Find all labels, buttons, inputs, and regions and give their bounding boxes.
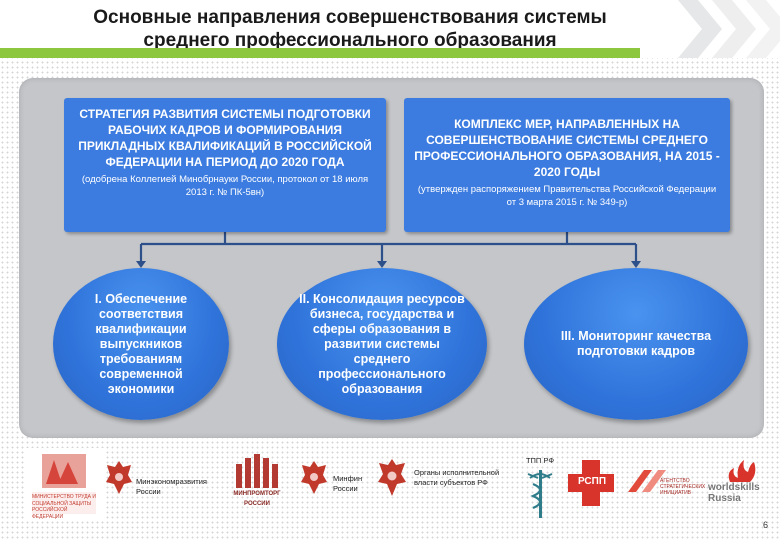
worldskills-caption: worldskills Russia (708, 482, 760, 504)
minpromtorg-caption: МИНПРОМТОРГ РОССИИ (233, 491, 281, 507)
direction-2-circle: II. Консолидация ресурсов бизнеса, госуд… (277, 268, 487, 420)
mintrud-emblem-icon (24, 448, 104, 520)
mineconom-caption: Минэкономразвития России (136, 477, 207, 496)
mintrud-logo: МИНИСТЕРСТВО ТРУДА И СОЦИАЛЬНОЙ ЗАЩИТЫ Р… (24, 448, 104, 520)
direction-3-circle: III. Мониторинг качества подготовки кадр… (524, 268, 748, 420)
measures-note: (утвержден распоряжением Правительства Р… (417, 184, 717, 208)
mintrud-caption: МИНИСТЕРСТВО ТРУДА И СОЦИАЛЬНОЙ ЗАЩИТЫ Р… (32, 494, 96, 520)
rspp-caption: РСПП (577, 476, 607, 487)
measures-title: КОМПЛЕКС МЕР, НАПРАВЛЕННЫХ НА СОВЕРШЕНСТ… (414, 117, 720, 179)
eagle-emblem-icon (378, 459, 406, 496)
title-line-1: Основные направления совершенствования с… (93, 7, 607, 28)
tpp-caption: ТПП РФ (525, 456, 555, 465)
strategy-note: (одобрена Коллегией Минобрнауки России, … (81, 174, 369, 198)
content-panel: СТРАТЕГИЯ РАЗВИТИЯ СИСТЕМЫ ПОДГОТОВКИ РА… (19, 78, 764, 438)
direction-2-label: II. Консолидация ресурсов бизнеса, госуд… (299, 291, 465, 396)
measures-box: КОМПЛЕКС МЕР, НАПРАВЛЕННЫХ НА СОВЕРШЕНСТ… (404, 98, 730, 232)
regions-emblem (374, 448, 410, 520)
eagle-emblem-icon (301, 461, 327, 494)
eagle-emblem-icon (106, 461, 132, 494)
minfin-caption: Минфин России (333, 474, 363, 493)
rspp-logo-icon (568, 460, 614, 506)
asi-caption: АГЕНТСТВО СТРАТЕГИЧЕСКИХ ИНИЦИАТИВ (660, 478, 706, 496)
title-line-2: среднего профессионального образования (143, 30, 557, 51)
asi-logo-icon (628, 470, 666, 492)
direction-1-circle: I. Обеспечение соответствия квалификации… (53, 268, 229, 420)
minpromtorg-logo: МИНПРОМТОРГ РОССИИ (226, 448, 288, 520)
strategy-box: СТРАТЕГИЯ РАЗВИТИЯ СИСТЕМЫ ПОДГОТОВКИ РА… (64, 98, 386, 232)
direction-3-label: III. Мониторинг качества подготовки кадр… (560, 329, 712, 358)
page-number: 6 (762, 520, 768, 530)
page-title: Основные направления совершенствования с… (60, 6, 640, 52)
mineconom-emblem (104, 448, 134, 520)
worldskills-flame-icon (728, 460, 756, 482)
slide-header: Основные направления совершенствования с… (0, 0, 780, 58)
regions-caption: Органы исполнительной власти субъектов Р… (414, 468, 500, 487)
minfin-emblem (298, 448, 330, 520)
minpromtorg-bars-icon (236, 454, 278, 488)
direction-1-label: I. Обеспечение соответствия квалификации… (94, 291, 188, 396)
strategy-title: СТРАТЕГИЯ РАЗВИТИЯ СИСТЕМЫ ПОДГОТОВКИ РА… (78, 107, 372, 169)
caduceus-icon (527, 470, 553, 518)
connector-lines (136, 232, 641, 268)
header-accent-bar (0, 48, 640, 58)
chevron-decoration-icon (678, 0, 780, 58)
